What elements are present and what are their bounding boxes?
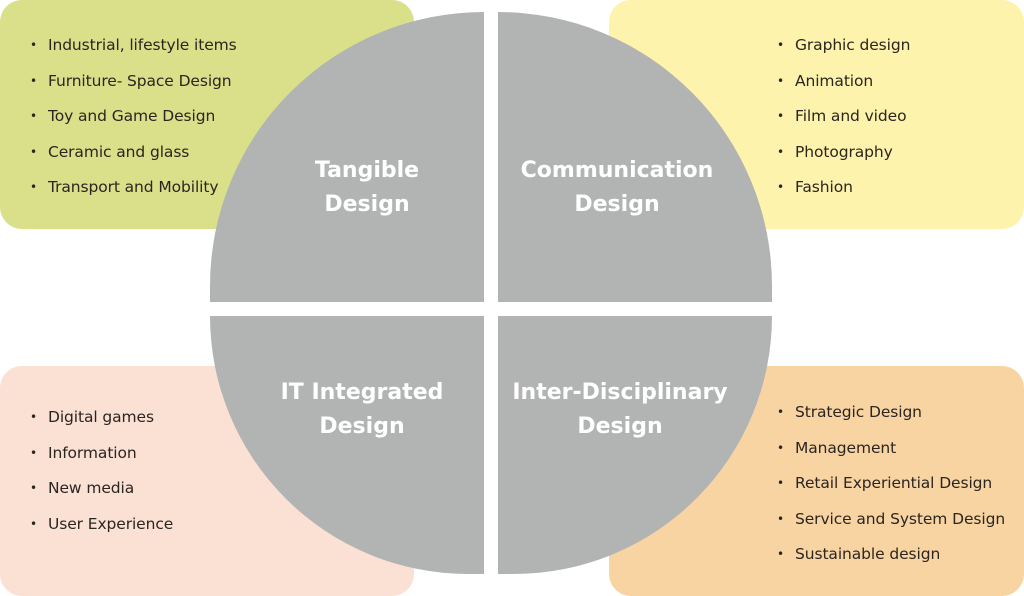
- list-item: Information: [30, 443, 173, 479]
- inter-disciplinary-design-list: Strategic Design Management Retail Exper…: [777, 402, 1005, 580]
- tangible-design-list: Industrial, lifestyle items Furniture- S…: [30, 35, 237, 213]
- design-disciplines-circle: [210, 12, 772, 574]
- list-item: Furniture- Space Design: [30, 71, 237, 107]
- label-line: Communication: [520, 158, 714, 183]
- label-line: Design: [574, 192, 660, 217]
- list-item: Film and video: [777, 106, 910, 142]
- it-integrated-design-quadrant: [210, 316, 484, 574]
- inter-disciplinary-design-label: Inter-Disciplinary Design: [470, 376, 770, 444]
- inter-disciplinary-design-quadrant: [498, 316, 772, 574]
- list-item: Animation: [777, 71, 910, 107]
- label-line: IT Integrated: [280, 380, 444, 405]
- label-line: Design: [319, 414, 405, 439]
- list-item: Digital games: [30, 407, 173, 443]
- list-item: Management: [777, 438, 1005, 474]
- label-line: Design: [324, 192, 410, 217]
- communication-design-label: Communication Design: [467, 154, 767, 222]
- list-item: Ceramic and glass: [30, 142, 237, 178]
- communication-design-list: Graphic design Animation Film and video …: [777, 35, 910, 213]
- list-item: Retail Experiential Design: [777, 473, 1005, 509]
- list-item: Transport and Mobility: [30, 177, 237, 213]
- tangible-design-label: Tangible Design: [217, 154, 517, 222]
- list-item: Toy and Game Design: [30, 106, 237, 142]
- label-line: Design: [577, 414, 663, 439]
- list-item: Fashion: [777, 177, 910, 213]
- list-item: Industrial, lifestyle items: [30, 35, 237, 71]
- list-item: Photography: [777, 142, 910, 178]
- list-item: Strategic Design: [777, 402, 1005, 438]
- list-item: New media: [30, 478, 173, 514]
- it-integrated-design-label: IT Integrated Design: [212, 376, 512, 444]
- list-item: Service and System Design: [777, 509, 1005, 545]
- list-item: User Experience: [30, 514, 173, 550]
- label-line: Tangible: [314, 158, 420, 183]
- list-item: Graphic design: [777, 35, 910, 71]
- list-item: Sustainable design: [777, 544, 1005, 580]
- it-integrated-design-list: Digital games Information New media User…: [30, 407, 173, 549]
- label-line: Inter-Disciplinary: [512, 380, 728, 405]
